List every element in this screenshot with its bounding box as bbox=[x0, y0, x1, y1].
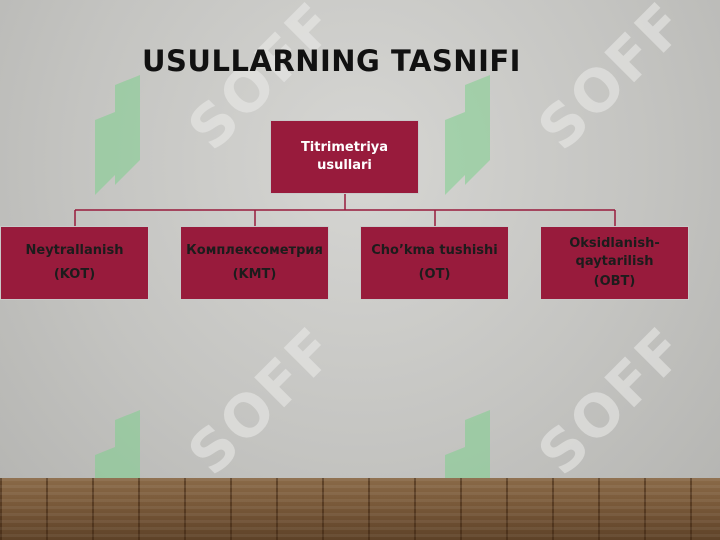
child-name: Cho’kma tushishi bbox=[371, 243, 498, 258]
root-label-line2: usullari bbox=[317, 158, 372, 173]
child-node-neytrallanish: Neytrallanish (KOT) bbox=[0, 226, 149, 300]
child-name: Комплексометрия bbox=[186, 243, 323, 258]
child-abbr: (OT) bbox=[418, 267, 451, 282]
child-abbr: (OBT) bbox=[593, 274, 636, 289]
child-abbr: (KMT) bbox=[232, 267, 277, 282]
child-name: Neytrallanish bbox=[25, 243, 124, 258]
wooden-floor bbox=[0, 478, 720, 540]
slide-title: USULLARNING TASNIFI bbox=[142, 44, 521, 78]
child-name-line2: qaytarilish bbox=[575, 254, 654, 269]
child-node-kompleksometriya: Комплексометрия (KMT) bbox=[180, 226, 329, 300]
root-node: Titrimetriya usullari bbox=[270, 120, 419, 194]
root-label-line1: Titrimetriya bbox=[300, 140, 389, 155]
child-name-line1: Oksidlanish- bbox=[569, 236, 660, 251]
child-abbr: (KOT) bbox=[53, 267, 96, 282]
child-node-oksidlanish-qaytarilish: Oksidlanish- qaytarilish (OBT) bbox=[540, 226, 689, 300]
child-node-chokma-tushishi: Cho’kma tushishi (OT) bbox=[360, 226, 509, 300]
